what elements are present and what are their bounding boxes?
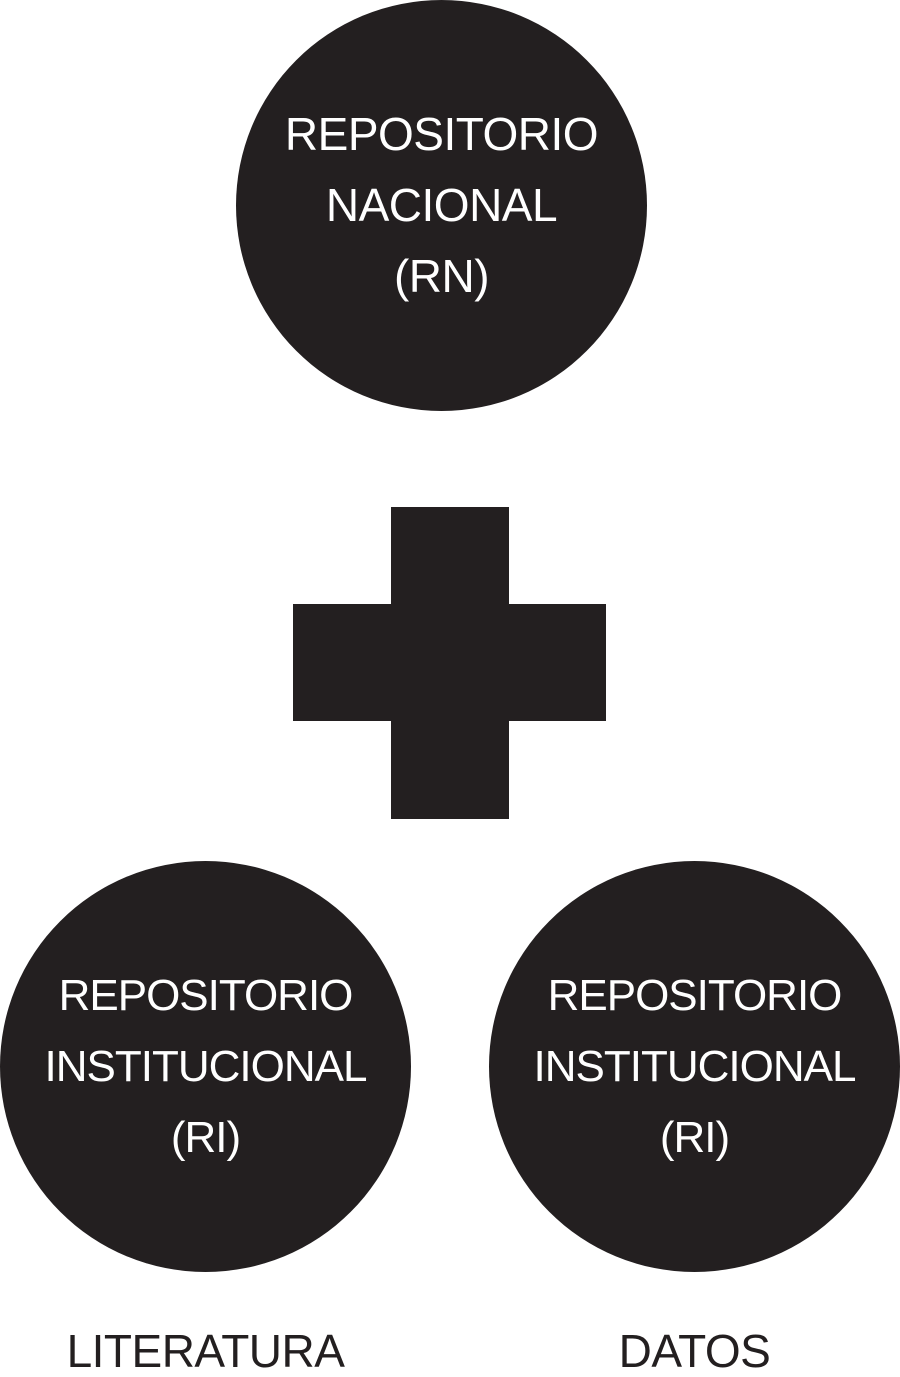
- node-label-line-1: REPOSITORIO: [58, 971, 354, 1020]
- node-label-line-2: INSTITUCIONAL: [44, 1042, 368, 1091]
- node-label-line-2: NACIONAL: [325, 179, 558, 231]
- literatura-caption: LITERATURA: [66, 1325, 345, 1377]
- node-label-line-1: REPOSITORIO: [284, 108, 599, 160]
- node-label-line-1: REPOSITORIO: [547, 971, 843, 1020]
- plus-icon-horizontal-bar: [293, 604, 606, 721]
- datos-caption: DATOS: [618, 1325, 771, 1377]
- repositorio-nacional-node: REPOSITORIO NACIONAL (RN): [236, 0, 647, 411]
- node-label-line-3: (RN): [393, 250, 490, 302]
- repositorio-institucional-datos-node: REPOSITORIO INSTITUCIONAL (RI): [489, 861, 900, 1272]
- node-label-line-2: INSTITUCIONAL: [533, 1042, 857, 1091]
- node-label-line-3: (RI): [659, 1113, 730, 1162]
- repositorio-institucional-literatura-node: REPOSITORIO INSTITUCIONAL (RI): [0, 861, 411, 1272]
- node-label-line-3: (RI): [170, 1113, 241, 1162]
